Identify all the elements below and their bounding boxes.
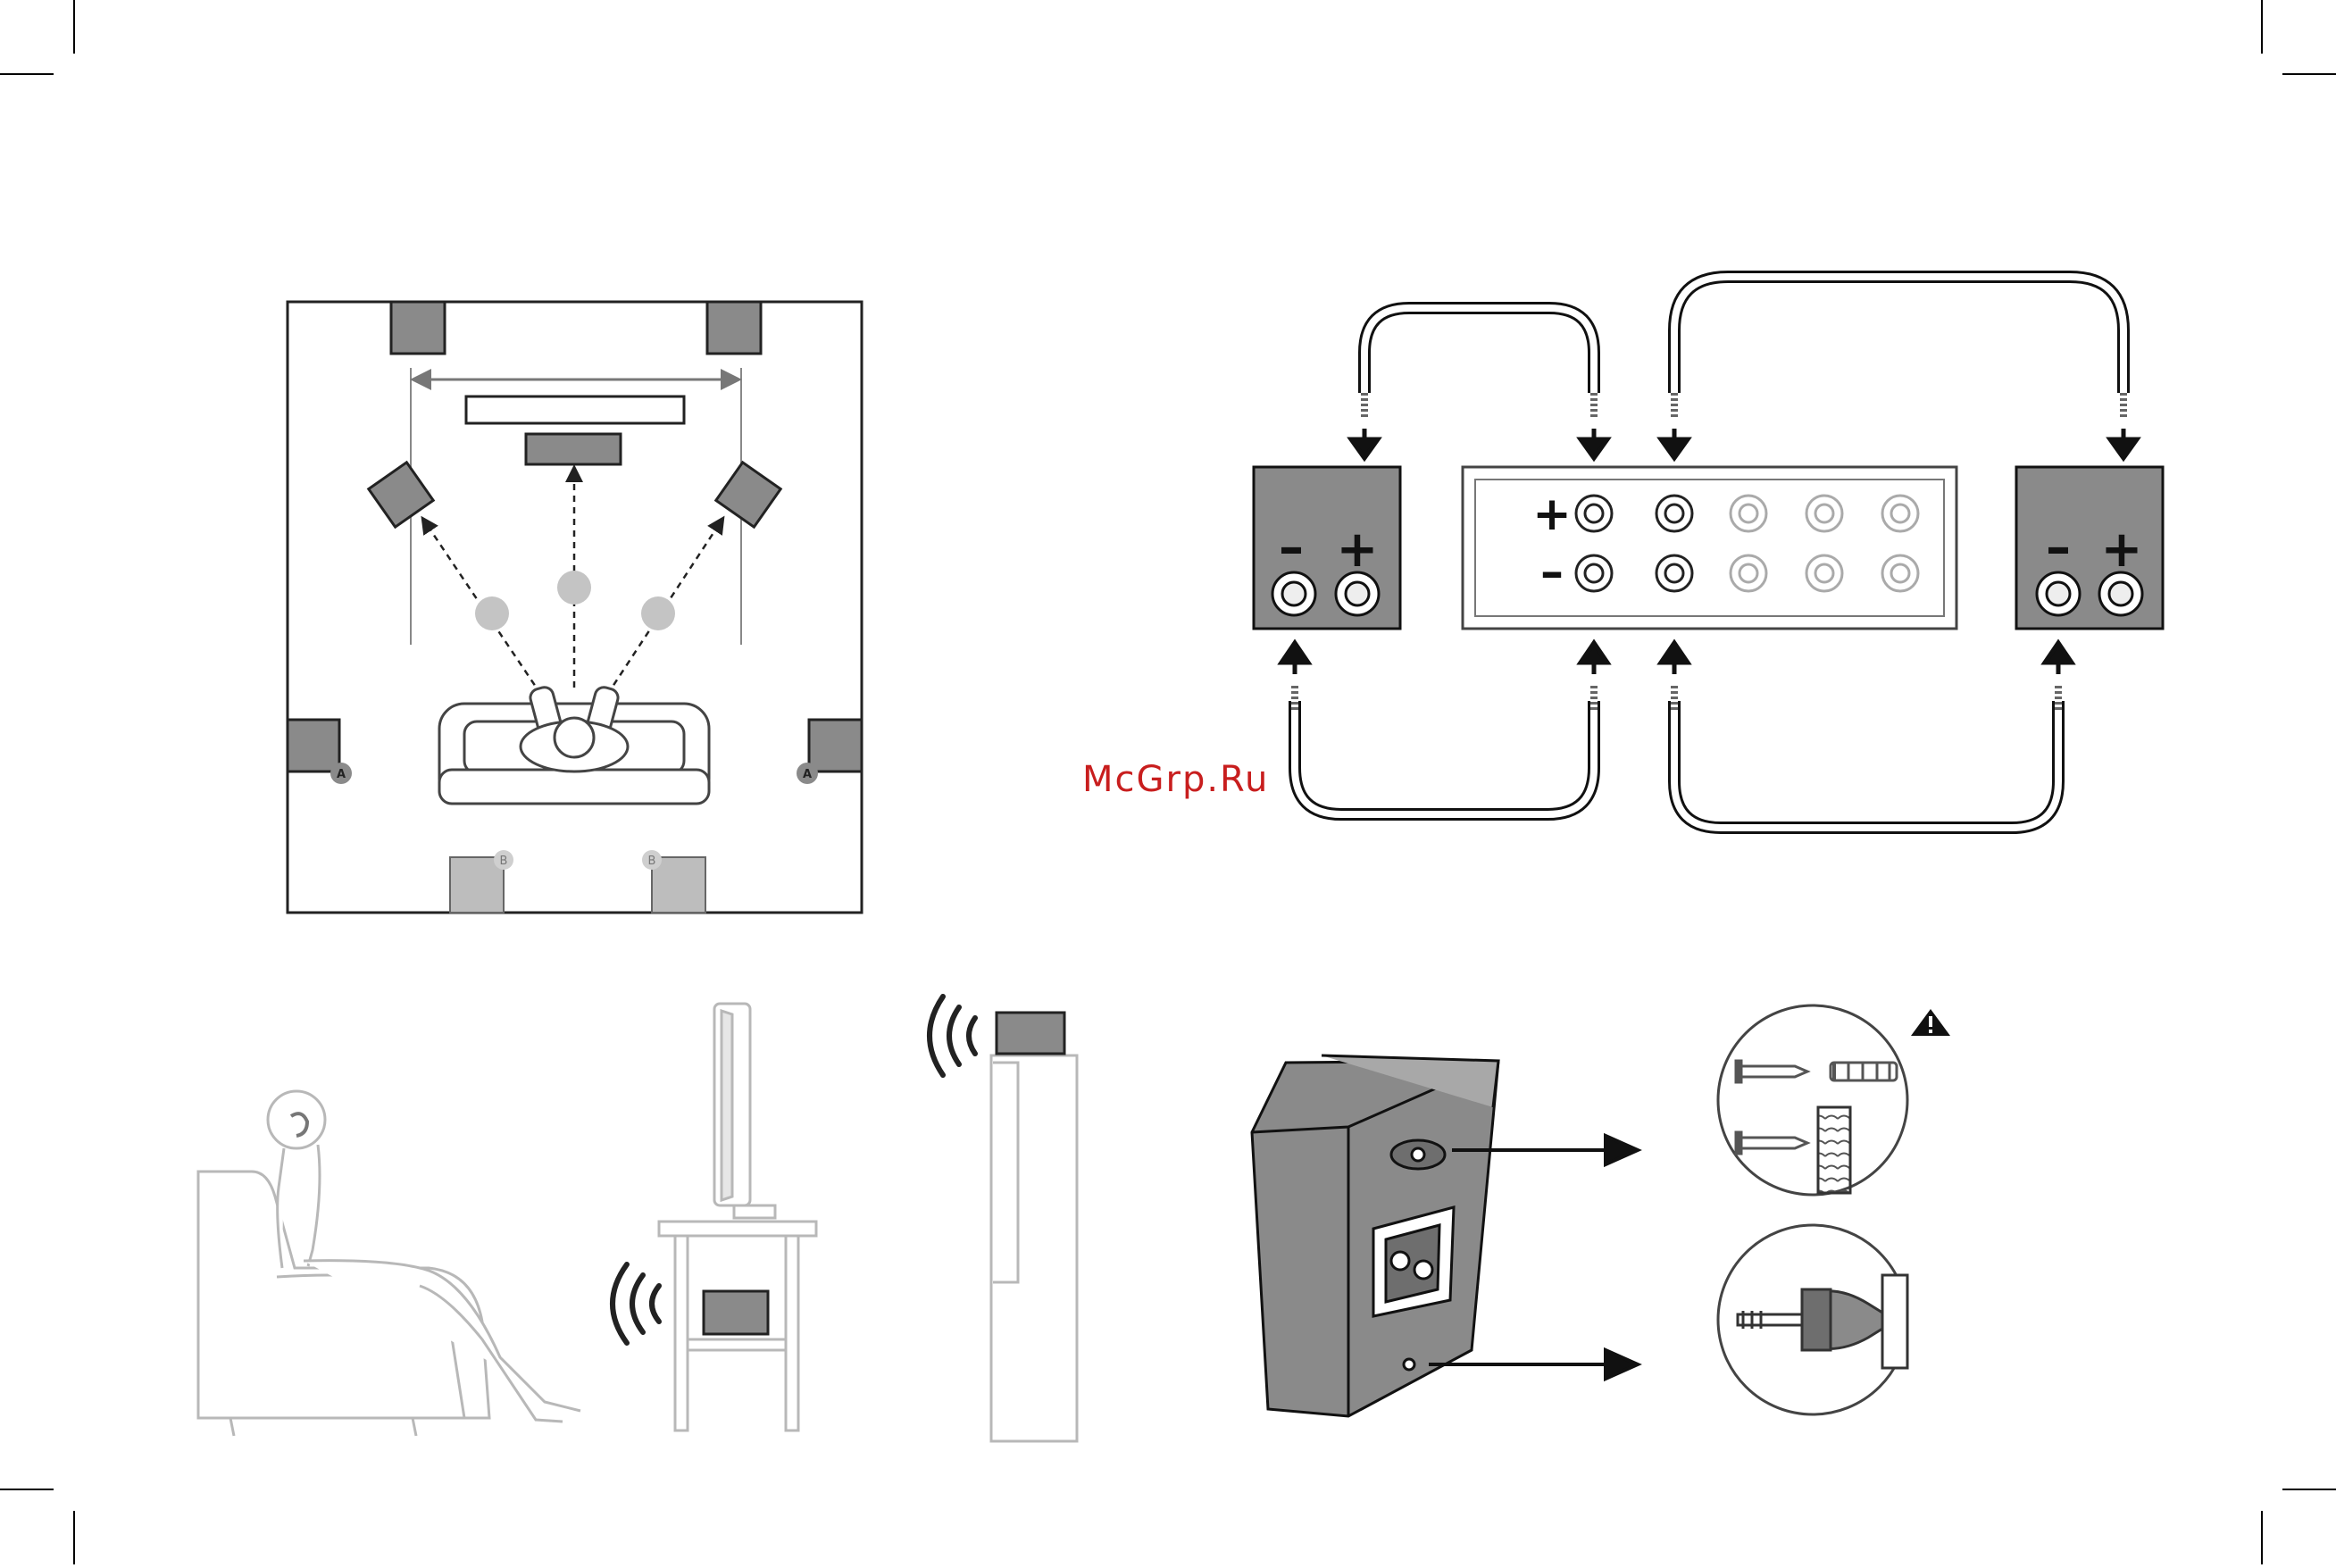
sound-wave-icon (613, 1264, 659, 1343)
surround-left-speaker (288, 720, 339, 771)
tall-cabinet-illustration (991, 1055, 1077, 1441)
center-speaker (526, 434, 621, 464)
surround-right-marker: A (803, 768, 812, 781)
tv-stand-illustration (659, 1004, 816, 1430)
subwoofer-under-tv (704, 1291, 768, 1334)
room-layout-diagram: A A B B (288, 302, 862, 913)
tv-screen (466, 396, 684, 423)
surround-left-marker: A (337, 768, 346, 781)
right-plus-label: + (2101, 521, 2143, 579)
speaker-rear-view-illustration (1252, 1055, 1498, 1416)
left-plus-label: + (1337, 521, 1379, 579)
listener-position-dot (475, 596, 509, 630)
subwoofer-on-cabinet (997, 1013, 1064, 1054)
left-minus-label: – (1279, 519, 1304, 577)
rear-left-marker: B (500, 855, 508, 868)
watermark-text: McGrp.Ru (1082, 759, 1269, 800)
front-left-speaker (391, 302, 445, 354)
sound-wave-icon (930, 997, 975, 1075)
screw-detail-circle (1718, 1005, 1907, 1195)
listener-armchair-illustration (198, 1091, 580, 1436)
wiring-diagram: – + – + + – (1254, 277, 2163, 828)
listener-position-dot (557, 571, 591, 605)
front-right-speaker (707, 302, 761, 354)
listener-position-dot (641, 596, 675, 630)
receiver-minus-label: – (1540, 546, 1564, 599)
receiver-plus-label: + (1532, 488, 1572, 541)
rear-right-marker: B (648, 855, 656, 868)
surround-right-speaker (809, 720, 862, 771)
right-minus-label: – (2046, 519, 2071, 577)
bracket-detail-circle (1718, 1225, 1907, 1414)
